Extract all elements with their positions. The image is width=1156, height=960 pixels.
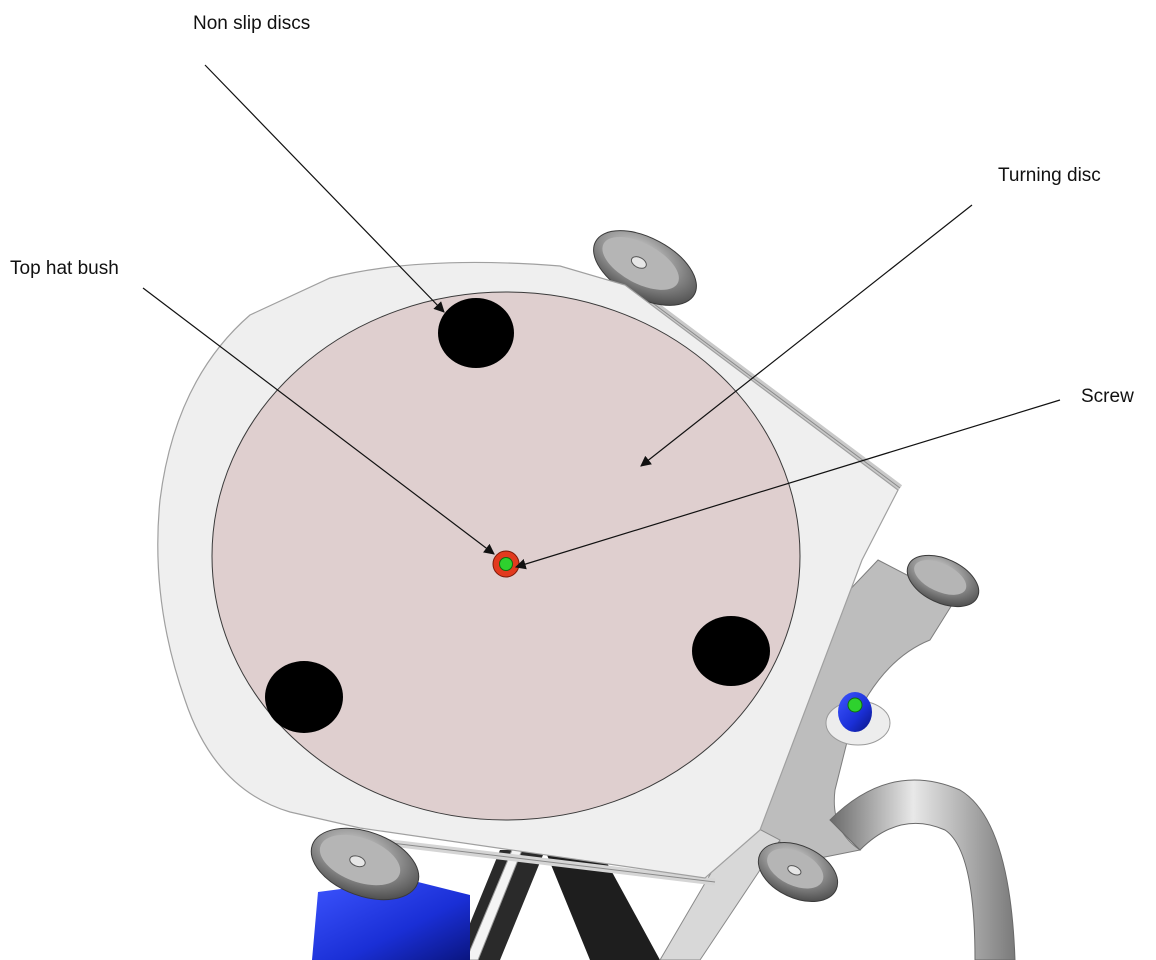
non-slip-disc	[692, 616, 770, 686]
label-top-hat-bush: Top hat bush	[10, 259, 119, 278]
centre-fixing	[493, 551, 519, 577]
handle-tube	[830, 780, 1015, 960]
knob-green-tip	[848, 698, 862, 712]
screw-head	[500, 558, 513, 571]
non-slip-disc	[265, 661, 343, 733]
label-screw: Screw	[1081, 387, 1134, 406]
label-non-slip-discs: Non slip discs	[193, 14, 310, 33]
non-slip-disc	[438, 298, 514, 368]
label-turning-disc: Turning disc	[998, 166, 1101, 185]
leader-non-slip-discs	[205, 65, 444, 312]
